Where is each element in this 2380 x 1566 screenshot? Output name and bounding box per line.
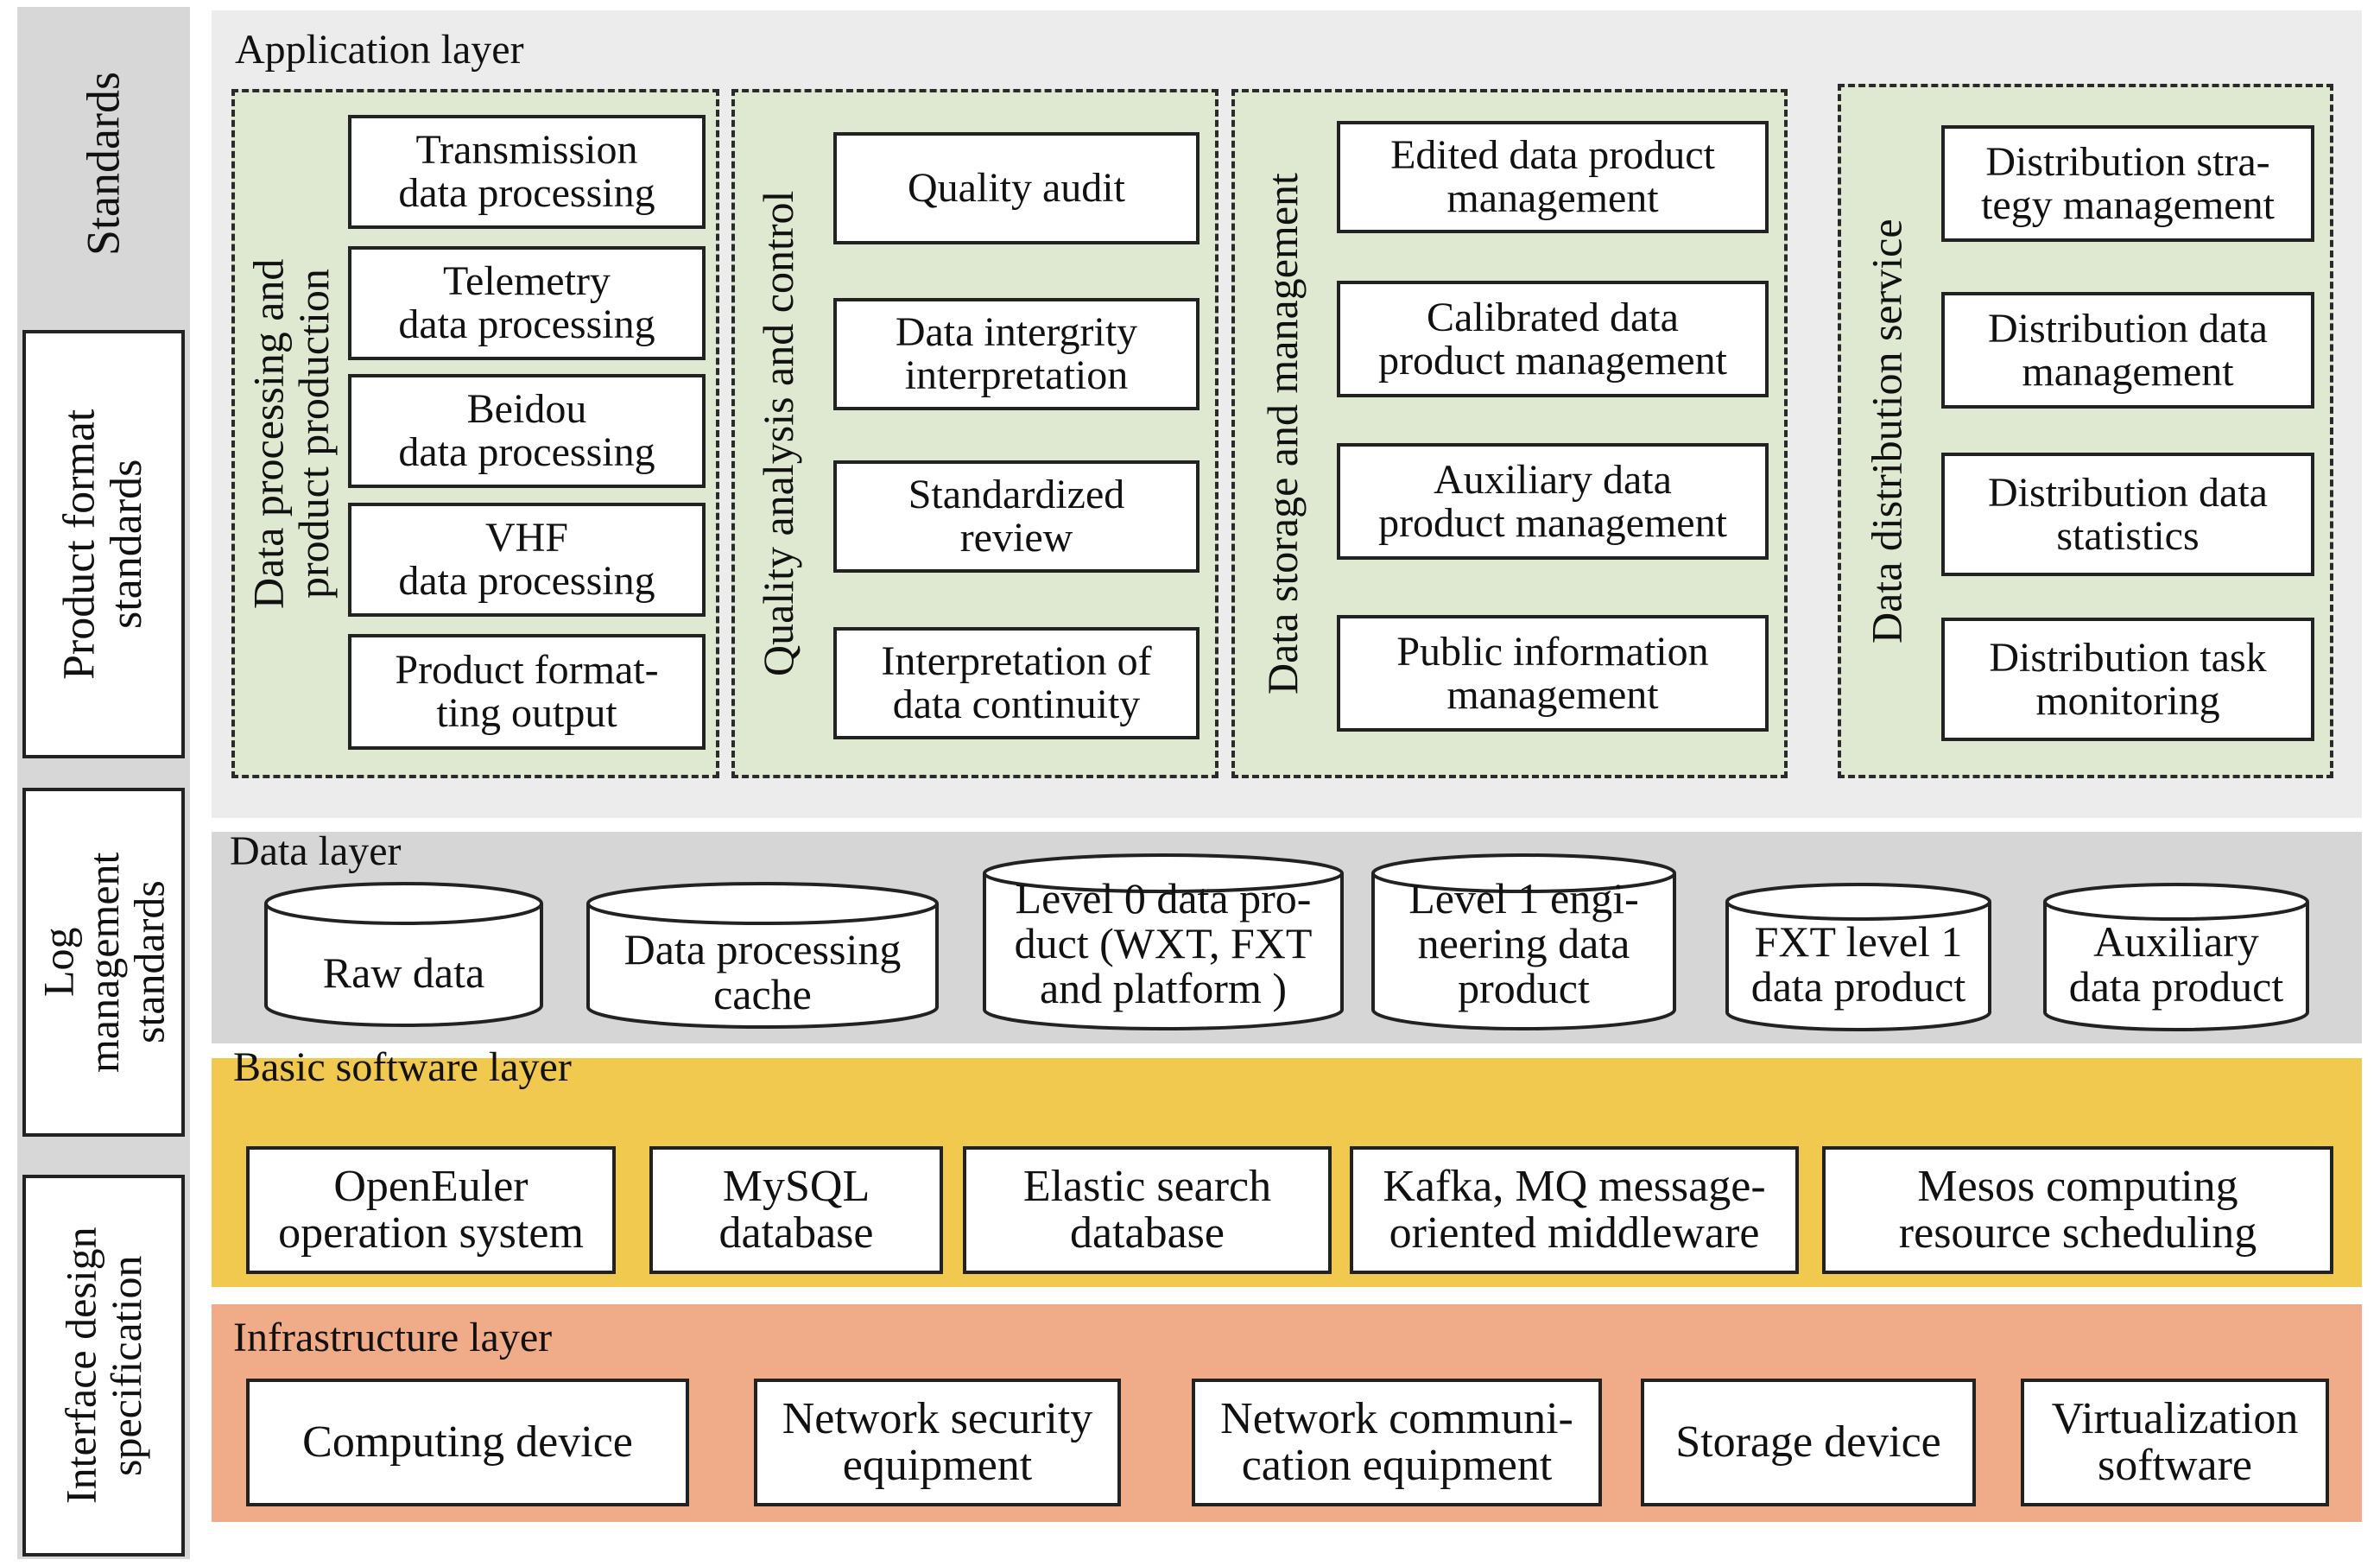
box-distribution-task-monitoring: Distribution task monitoring [1941, 618, 2314, 741]
box-interpretation-data-continuity: Interpretation of data continuity [833, 627, 1199, 739]
box-mesos-resource-scheduling: Mesos computing resource scheduling [1822, 1146, 2333, 1274]
box-openeuler-operation-system: OpenEuler operation system [246, 1146, 616, 1274]
cylinder-level1-engineering-data-product: Level 1 engi- neering data product [1370, 853, 1677, 1032]
cylinder-data-processing-cache: Data processing cache [586, 881, 940, 1031]
box-distribution-data-management: Distribution data management [1941, 292, 2314, 409]
box-vhf-data-processing: VHF data processing [348, 503, 706, 617]
box-public-information-management: Public information management [1337, 615, 1769, 732]
box-distribution-strategy-management: Distribution stra- tegy management [1941, 125, 2314, 242]
cylinder-fxt-level1-data-product: FXT level 1 data product [1725, 881, 1992, 1033]
box-distribution-data-statistics: Distribution data statistics [1941, 453, 2314, 576]
group-data-storage-title: Data storage and management [1257, 173, 1307, 694]
cylinder-level0-data-product-label: Level 0 data pro- duct (WXT, FXT and pla… [1014, 874, 1313, 1012]
box-elastic-search-database: Elastic search database [963, 1146, 1332, 1274]
box-beidou-data-processing: Beidou data processing [348, 374, 706, 488]
cylinder-level1-engineering-data-product-label: Level 1 engi- neering data product [1408, 874, 1639, 1012]
product-format-standards: Product format standards [22, 330, 185, 758]
group-data-processing-title: Data processing and product production [244, 258, 339, 609]
cylinder-auxiliary-data-product: Auxiliary data product [2042, 881, 2310, 1033]
box-computing-device: Computing device [246, 1379, 689, 1506]
box-auxiliary-data-product-management: Auxiliary data product management [1337, 443, 1769, 560]
log-management-standards: Log management standards [22, 788, 185, 1137]
infrastructure-layer-title: Infrastructure layer [233, 1315, 553, 1360]
group-data-distribution-title: Data distribution service [1862, 219, 1911, 644]
box-quality-audit: Quality audit [833, 132, 1199, 244]
cylinder-level0-data-product: Level 0 data pro- duct (WXT, FXT and pla… [982, 853, 1345, 1032]
box-storage-device: Storage device [1641, 1379, 1976, 1506]
cylinder-fxt-level1-data-product-label: FXT level 1 data product [1750, 917, 1966, 1011]
standards-label: Standards [77, 72, 130, 257]
box-edited-data-product-management: Edited data product management [1337, 121, 1769, 233]
box-network-security-equipment: Network security equipment [754, 1379, 1121, 1506]
application-layer-title: Application layer [235, 27, 524, 73]
cylinder-auxiliary-data-product-label: Auxiliary data product [2068, 917, 2284, 1011]
box-transmission-data-processing: Transmission data processing [348, 115, 706, 229]
box-kafka-mq-middleware: Kafka, MQ message- oriented middleware [1350, 1146, 1799, 1274]
box-standardized-review: Standardized review [833, 460, 1199, 573]
basic-software-layer-title: Basic software layer [233, 1044, 572, 1090]
box-virtualization-software: Virtualization software [2021, 1379, 2329, 1506]
group-quality-analysis-title: Quality analysis and control [753, 190, 802, 677]
interface-design-specification: Interface design specification [22, 1175, 185, 1556]
box-telemetry-data-processing: Telemetry data processing [348, 246, 706, 360]
cylinder-data-processing-cache-label: Data processing cache [623, 925, 902, 1018]
box-network-communication-equipment: Network communi- cation equipment [1192, 1379, 1602, 1506]
cylinder-raw-data: Raw data [263, 881, 544, 1030]
box-data-integrity-interpretation: Data intergrity interpretation [833, 298, 1199, 410]
data-layer-title: Data layer [230, 828, 402, 874]
box-calibrated-data-product-management: Calibrated data product management [1337, 281, 1769, 397]
box-product-formatting-output: Product format- ting output [348, 634, 706, 750]
box-mysql-database: MySQL database [649, 1146, 943, 1274]
cylinder-raw-data-label: Raw data [322, 948, 485, 997]
